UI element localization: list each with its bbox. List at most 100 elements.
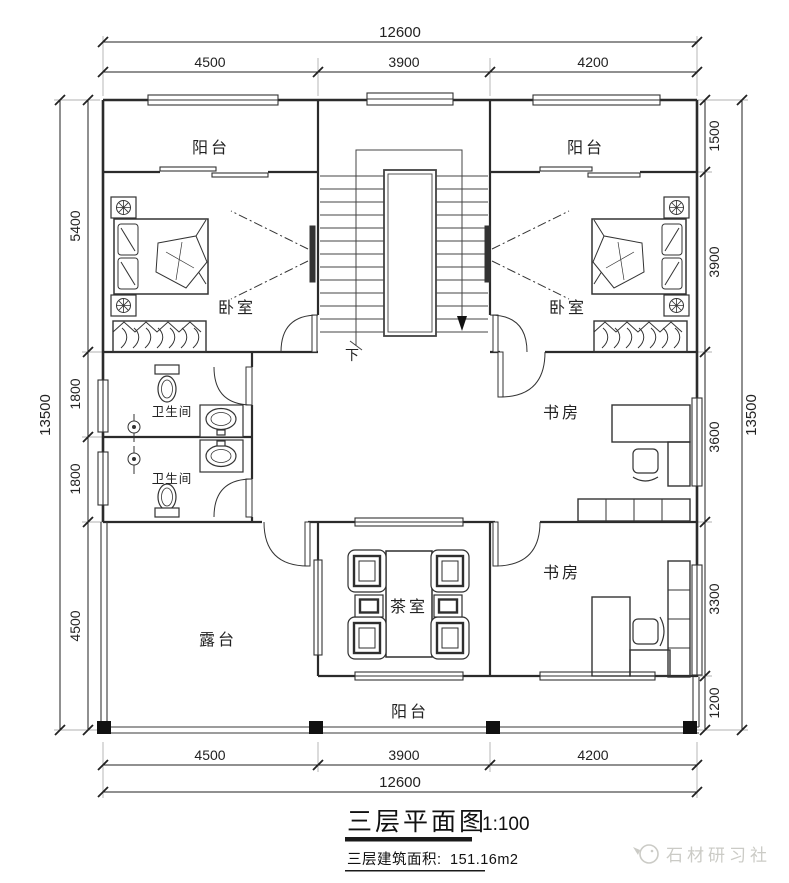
sliding-door-balcony-right	[539, 166, 641, 178]
watermark-logo-icon	[633, 844, 659, 864]
staircase	[320, 149, 488, 351]
sliding-door-balcony-left	[159, 166, 269, 178]
door-terrace	[263, 521, 311, 567]
stair-walk-line-tick	[349, 340, 363, 351]
desk-chair	[632, 616, 665, 647]
tv-sight-lines	[230, 210, 309, 300]
bedside-lamp-icon	[669, 200, 684, 215]
window-tea-room-left	[313, 559, 323, 656]
subtitle-underline	[345, 870, 485, 872]
room-label-balcony-top-right: 阳台	[567, 139, 605, 157]
bedroom-right-furniture	[484, 196, 690, 353]
stairs-down-label: 下	[345, 347, 359, 363]
railings	[100, 522, 700, 734]
study-middle-furniture	[577, 404, 691, 522]
dim-bottom-seg-2: 3900	[388, 747, 419, 763]
door-bathroom-lower	[213, 478, 253, 518]
nightstand	[663, 196, 690, 219]
bookshelf	[667, 560, 691, 678]
quilt	[592, 235, 645, 289]
side-table	[353, 593, 385, 619]
quilt	[155, 235, 208, 289]
bedroom-left-furniture	[110, 196, 316, 353]
armchair	[346, 615, 388, 661]
dim-right-total: 13500	[743, 394, 760, 436]
shower-head	[127, 446, 141, 474]
bed	[591, 218, 687, 295]
window-bathroom-upper	[97, 379, 109, 433]
room-label-tea-room: 茶室	[390, 598, 428, 616]
room-label-study-middle: 书房	[543, 404, 581, 422]
column	[683, 721, 697, 734]
room-label-terrace: 露台	[199, 631, 237, 649]
room-label-bedroom-right: 卧室	[549, 299, 587, 317]
bedside-lamp-icon	[669, 298, 684, 313]
door-bedroom-right	[489, 314, 528, 353]
dim-top-total: 12600	[379, 24, 421, 41]
window-study-bottom-right	[691, 564, 703, 676]
dim-left-seg-2: 1800	[67, 378, 83, 409]
bed	[113, 218, 209, 295]
bedside-lamp-icon	[116, 200, 131, 215]
exterior-walls	[101, 98, 699, 677]
wardrobe	[593, 320, 688, 353]
drawing-scale: 1:100	[482, 814, 530, 835]
tv-sight-lines	[491, 210, 570, 300]
area-label: 三层建筑面积:	[347, 851, 442, 868]
toilet	[154, 364, 180, 403]
desk-chair	[632, 448, 659, 482]
window-bathroom-lower	[97, 451, 109, 506]
window-tea-room-top	[354, 517, 464, 527]
desk	[611, 404, 691, 443]
stair-walk-line	[355, 149, 463, 346]
tea-table	[385, 550, 433, 658]
dim-right-seg-4: 3300	[706, 583, 722, 614]
study-bottom-furniture	[591, 560, 691, 678]
wall-tv	[484, 225, 491, 283]
dim-left-seg-3: 1800	[67, 463, 83, 494]
column	[97, 721, 111, 734]
stair-direction-arrow	[457, 316, 467, 331]
nightstand	[110, 294, 137, 317]
side-table	[432, 593, 464, 619]
room-label-bedroom-left: 卧室	[218, 299, 256, 317]
sink-vanity	[199, 439, 244, 473]
columns	[97, 721, 697, 734]
dim-top-seg-3: 4200	[577, 54, 608, 70]
doors	[213, 314, 546, 567]
dimension-lines	[54, 36, 748, 798]
window-balcony-top-left	[147, 94, 279, 106]
sink-vanity	[199, 404, 244, 438]
window-tea-room-bottom	[354, 671, 464, 681]
wall-tv	[309, 225, 316, 283]
dim-right-seg-2: 3900	[706, 246, 722, 277]
window-balcony-top-right	[532, 94, 661, 106]
window-study-middle	[691, 397, 703, 487]
nightstand	[110, 196, 137, 219]
room-label-balcony-bottom: 阳台	[391, 703, 429, 721]
bedside-lamp-icon	[116, 298, 131, 313]
dim-right-seg-1: 1500	[706, 120, 722, 151]
area-value: 151.16m2	[450, 852, 519, 868]
pillows	[661, 223, 683, 290]
room-label-bathroom-upper: 卫生间	[152, 405, 193, 419]
dim-top-seg-2: 3900	[388, 54, 419, 70]
room-label-study-bottom: 书房	[543, 564, 581, 582]
door-bedroom-left	[280, 314, 319, 353]
room-label-balcony-top-left: 阳台	[192, 139, 230, 157]
dim-left-total: 13500	[37, 394, 54, 436]
pillows	[117, 223, 139, 290]
tea-room-furniture	[346, 548, 471, 661]
watermark-text: 石材研习社	[666, 846, 771, 865]
desk-return	[667, 441, 691, 487]
toilet	[154, 483, 180, 518]
desk-return	[629, 649, 671, 677]
desk	[591, 596, 631, 677]
armchair	[346, 548, 388, 594]
dim-right-seg-3: 3600	[706, 421, 722, 452]
door-bathroom-upper	[213, 366, 253, 406]
room-label-bathroom-lower: 卫生间	[152, 472, 193, 486]
nightstand	[663, 294, 690, 317]
